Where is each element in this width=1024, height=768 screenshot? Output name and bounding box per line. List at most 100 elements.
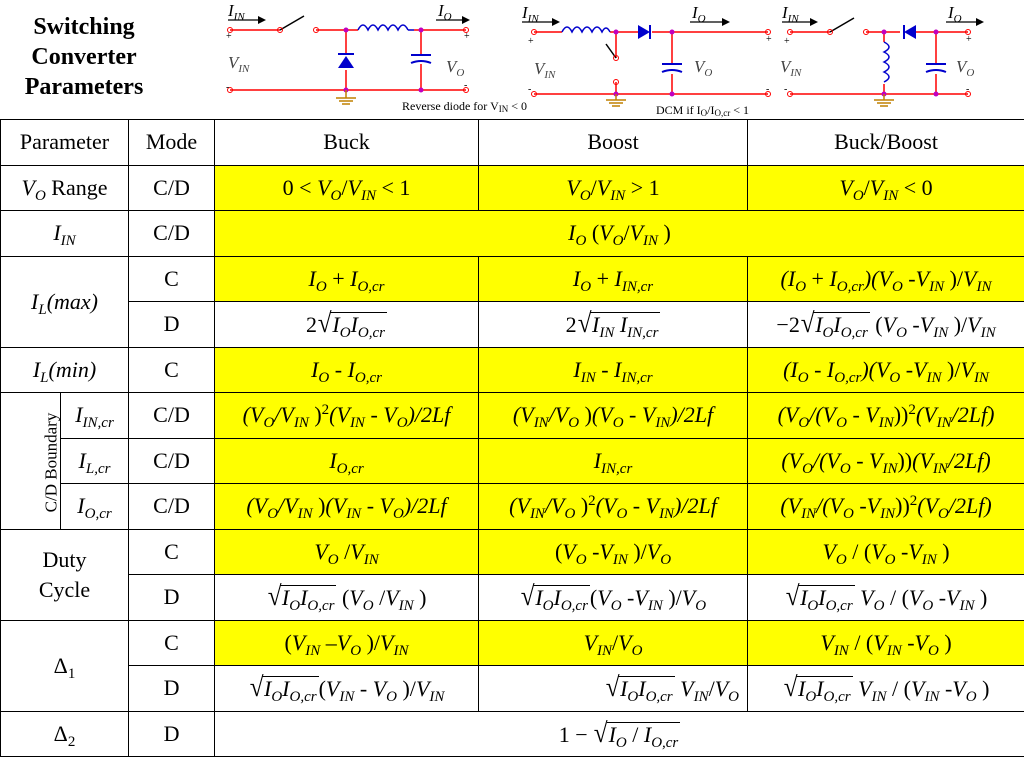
svg-text:+: + xyxy=(966,34,972,45)
mode-cd: C/D xyxy=(128,437,216,484)
row-label-iin: IIN xyxy=(0,210,130,257)
mode-d: D xyxy=(128,301,216,348)
buckboost-vo-label: VO xyxy=(956,57,974,79)
mode-c: C xyxy=(128,528,216,575)
cell-boost-il-min: IIN - IIN,cr xyxy=(478,346,749,393)
table-row: Δ2 D 1 − √IO / IO,cr xyxy=(0,710,1024,757)
mode-cd: C/D xyxy=(128,164,216,211)
header-buck: Buck xyxy=(214,119,480,166)
cell-boost-il-cr: IIN,cr xyxy=(478,437,749,484)
row-label-delta1: Δ1 xyxy=(0,619,130,712)
buck-vo-label: VO xyxy=(446,57,464,79)
buckboost-vin-label: VIN xyxy=(780,57,802,79)
mode-d: D xyxy=(128,710,216,757)
table-row: IIN C/D IO (VO/VIN ) xyxy=(0,210,1024,257)
buck-vin-label: VIN xyxy=(228,53,250,75)
svg-text:-: - xyxy=(766,84,769,95)
buckboost-circuit-diagram: IIN IO VIN VO + - + - xyxy=(780,3,984,107)
cell-buck-iin-cr: (VO/VIN )2(VIN - VO)/2Lf xyxy=(214,392,480,439)
boost-io-label: IO xyxy=(691,3,706,25)
dcm-caption: DCM if IO/IO,cr < 1 xyxy=(656,103,750,118)
boost-vin-label: VIN xyxy=(534,59,556,81)
row-label-io-cr: IO,cr xyxy=(59,483,130,530)
cell-boost-iin-cr: (VIN/VO )(VO - VIN)/2Lf xyxy=(478,392,749,439)
cell-buckboost-il-max-c: (IO + IO,cr)(VO -VIN )/VIN xyxy=(747,255,1024,302)
svg-text:+: + xyxy=(464,31,470,42)
table-row: IL,cr C/D IO,cr IIN,cr (VO/(VO - VIN))(V… xyxy=(1,437,1024,484)
cell-buckboost-duty-c: VO / (VO -VIN ) xyxy=(747,528,1024,575)
cell-buckboost-duty-d: √IOIO,cr VO / (VO -VIN ) xyxy=(747,574,1024,621)
table-row: D √IOIO,cr (VO /VIN ) √IOIO,cr(VO -VIN )… xyxy=(1,574,1024,621)
cell-all-delta2: 1 − √IO / IO,cr xyxy=(214,710,1024,757)
table-row: D 2√IOIO,cr 2√IIN IIN,cr −2√IOIO,cr (VO … xyxy=(1,301,1024,348)
row-label-vo-range: VO Range xyxy=(0,164,130,211)
title-line-1: Switching xyxy=(33,14,135,40)
mode-c: C xyxy=(128,255,216,302)
svg-text:+: + xyxy=(784,36,790,47)
cell-boost-il-max-d: 2√IIN IIN,cr xyxy=(478,301,749,348)
svg-text:-: - xyxy=(784,84,787,95)
buckboost-io-label: IO xyxy=(947,3,962,25)
cell-boost-delta1-d: √IOIO,cr VIN/VO xyxy=(478,665,749,712)
mode-d: D xyxy=(128,665,216,712)
cell-buck-duty-d: √IOIO,cr (VO /VIN ) xyxy=(214,574,480,621)
cell-buckboost-delta1-c: VIN / (VIN -VO ) xyxy=(747,619,1024,666)
reverse-diode-caption: Reverse diode for VIN < 0 xyxy=(402,99,528,114)
cell-buck-duty-c: VO /VIN xyxy=(214,528,480,575)
row-label-il-cr: IL,cr xyxy=(59,437,130,484)
cell-buck-delta1-d: √IOIO,cr(VIN - VO )/VIN xyxy=(214,665,480,712)
row-label-il-min: IL(min) xyxy=(0,346,130,393)
mode-cd: C/D xyxy=(128,483,216,530)
boost-circuit-diagram: IIN IO VIN VO +- +- xyxy=(522,3,772,107)
cell-buckboost-il-cr: (VO/(VO - VIN))(VIN/2Lf) xyxy=(747,437,1024,484)
table-row: D √IOIO,cr(VIN - VO )/VIN √IOIO,cr VIN/V… xyxy=(1,665,1024,712)
cell-buckboost-delta1-d: √IOIO,cr VIN / (VIN -VO ) xyxy=(747,665,1024,712)
table-row: C/D Boundary IIN,cr C/D (VO/VIN )2(VIN -… xyxy=(0,392,1024,530)
cell-boost-duty-c: (VO -VIN )/VO xyxy=(478,528,749,575)
table-row: IL(max) C IO + IO,cr IO + IIN,cr (IO + I… xyxy=(0,255,1024,348)
boost-iin-label: IIN xyxy=(522,3,539,25)
table-row: IO,cr C/D (VO/VIN )(VIN - VO)/2Lf (VIN/V… xyxy=(1,483,1024,530)
row-label-iin-cr: IIN,cr xyxy=(59,392,130,439)
header: Switching Converter Parameters IIN IO VI… xyxy=(0,0,1024,118)
cell-boost-delta1-c: VIN/VO xyxy=(478,619,749,666)
mode-cd: C/D xyxy=(128,210,216,257)
mode-c: C xyxy=(128,346,216,393)
cell-all-iin: IO (VO/VIN ) xyxy=(214,210,1024,257)
cell-boost-vo-range: VO/VIN > 1 xyxy=(478,164,749,211)
buckboost-iin-label: IIN xyxy=(781,3,799,25)
table-row: IL(min) C IO - IO,cr IIN - IIN,cr (IO - … xyxy=(0,346,1024,393)
header-boost: Boost xyxy=(478,119,749,166)
cell-buck-vo-range: 0 < VO/VIN < 1 xyxy=(214,164,480,211)
cell-buckboost-il-min: (IO - IO,cr)(VO -VIN )/VIN xyxy=(747,346,1024,393)
cell-buck-il-max-c: IO + IO,cr xyxy=(214,255,480,302)
cell-boost-il-max-c: IO + IIN,cr xyxy=(478,255,749,302)
svg-text:+: + xyxy=(528,36,534,47)
mode-cd: C/D xyxy=(128,392,216,439)
mode-d: D xyxy=(128,574,216,621)
svg-text:-: - xyxy=(966,84,969,95)
svg-text:-: - xyxy=(226,82,229,93)
cell-boost-io-cr: (VIN/VO )2(VO - VIN)/2Lf xyxy=(478,483,749,530)
svg-text:+: + xyxy=(226,31,232,42)
header-mode: Mode xyxy=(128,119,216,166)
boost-vo-label: VO xyxy=(694,57,712,79)
buck-io-label: IO xyxy=(437,1,452,23)
title-line-3: Parameters xyxy=(24,74,144,100)
svg-text:-: - xyxy=(464,80,467,91)
cell-buck-delta1-c: (VIN –VO )/VIN xyxy=(214,619,480,666)
table-row: Δ1 C (VIN –VO )/VIN VIN/VO VIN / (VIN -V… xyxy=(0,619,1024,712)
buck-circuit-diagram: IIN IO VIN VO +- +- xyxy=(226,1,470,105)
cell-boost-duty-d: √IOIO,cr(VO -VIN )/VO xyxy=(478,574,749,621)
table-row: VO Range C/D 0 < VO/VIN < 1 VO/VIN > 1 V… xyxy=(0,164,1024,211)
svg-text:-: - xyxy=(528,84,531,95)
mode-c: C xyxy=(128,619,216,666)
row-label-il-max: IL(max) xyxy=(0,255,130,348)
cell-buck-io-cr: (VO/VIN )(VIN - VO)/2Lf xyxy=(214,483,480,530)
header-buckboost: Buck/Boost xyxy=(747,119,1024,166)
cell-buckboost-il-max-d: −2√IOIO,cr (VO -VIN )/VIN xyxy=(747,301,1024,348)
header-parameter: Parameter xyxy=(0,119,130,166)
cell-buckboost-vo-range: VO/VIN < 0 xyxy=(747,164,1024,211)
